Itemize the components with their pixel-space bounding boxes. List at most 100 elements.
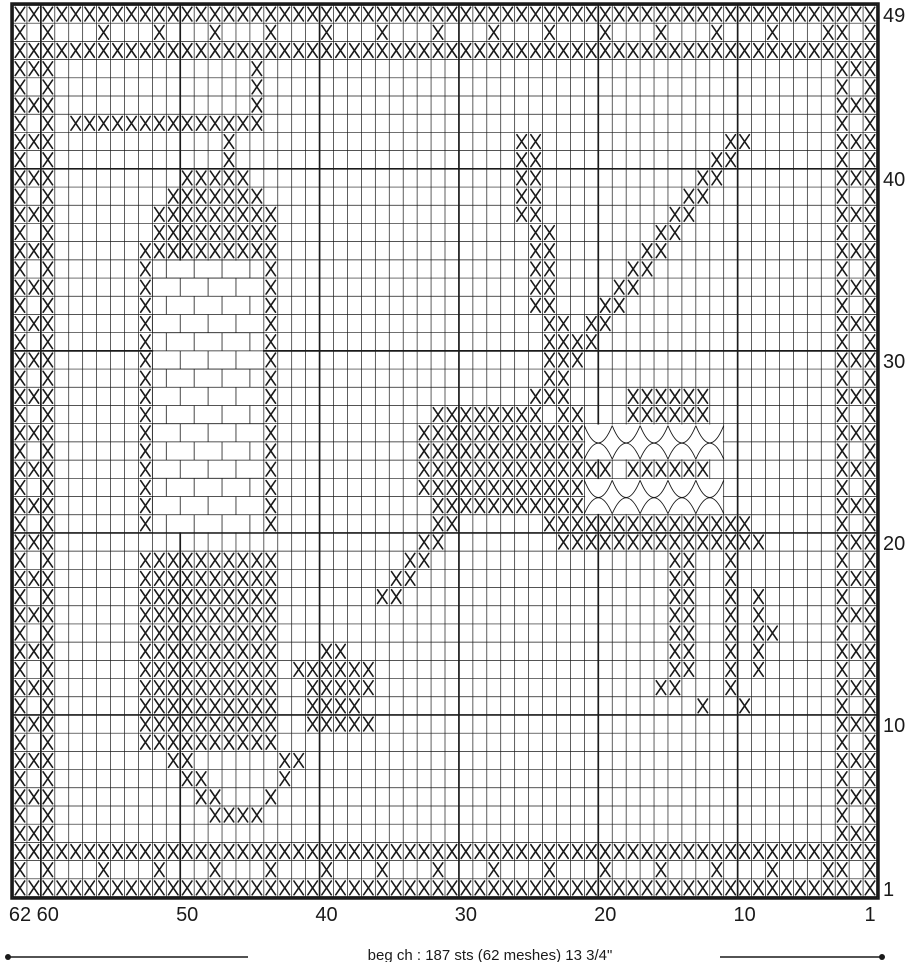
filled-mesh-x: [155, 863, 164, 877]
filled-mesh-x: [601, 881, 610, 895]
filled-mesh-x: [238, 644, 247, 658]
filled-mesh-x: [224, 881, 233, 895]
filled-mesh-x: [85, 7, 94, 21]
filled-mesh-x: [489, 444, 498, 458]
filled-mesh-x: [141, 462, 150, 476]
filled-mesh-x: [768, 25, 777, 39]
filled-mesh-x: [670, 590, 679, 604]
filled-mesh-x: [15, 826, 24, 840]
filled-mesh-x: [364, 681, 373, 695]
filled-mesh-x: [823, 7, 832, 21]
filled-mesh-x: [810, 7, 819, 21]
filled-mesh-x: [656, 462, 665, 476]
filled-mesh-x: [238, 681, 247, 695]
filled-mesh-x: [155, 608, 164, 622]
filled-mesh-x: [670, 7, 679, 21]
filled-mesh-x: [837, 135, 846, 149]
filled-mesh-x: [670, 681, 679, 695]
filled-mesh-x: [837, 863, 846, 877]
filled-mesh-x: [113, 7, 122, 21]
filled-mesh-x: [684, 189, 693, 203]
filled-mesh-x: [196, 663, 205, 677]
filled-mesh-x: [837, 353, 846, 367]
filled-mesh-x: [851, 681, 860, 695]
filled-mesh-x: [280, 881, 289, 895]
filled-mesh-x: [475, 845, 484, 859]
filled-mesh-x: [740, 535, 749, 549]
filled-mesh-x: [182, 553, 191, 567]
filled-mesh-x: [837, 335, 846, 349]
filled-mesh-x: [15, 408, 24, 422]
filled-mesh-x: [196, 735, 205, 749]
filled-mesh-x: [169, 626, 178, 640]
filled-mesh-x: [155, 881, 164, 895]
filled-mesh-x: [531, 171, 540, 185]
filled-mesh-x: [141, 517, 150, 531]
filled-mesh-x: [196, 553, 205, 567]
filled-mesh-x: [531, 390, 540, 404]
filled-mesh-x: [447, 845, 456, 859]
filled-mesh-x: [15, 353, 24, 367]
filled-mesh-x: [851, 644, 860, 658]
filled-mesh-x: [113, 881, 122, 895]
filled-mesh-x: [196, 171, 205, 185]
filled-mesh-x: [447, 7, 456, 21]
filled-mesh-x: [447, 426, 456, 440]
filled-mesh-x: [837, 207, 846, 221]
filled-mesh-x: [210, 663, 219, 677]
filled-mesh-x: [503, 426, 512, 440]
footer-dot-right: [879, 954, 885, 960]
filled-mesh-x: [364, 663, 373, 677]
filled-mesh-x: [210, 717, 219, 731]
filled-mesh-x: [29, 754, 38, 768]
filled-mesh-x: [698, 881, 707, 895]
filled-mesh-x: [266, 845, 275, 859]
filled-mesh-x: [238, 572, 247, 586]
filled-mesh-x: [29, 390, 38, 404]
filled-mesh-x: [29, 171, 38, 185]
filled-mesh-x: [182, 626, 191, 640]
filled-mesh-x: [545, 335, 554, 349]
filled-mesh-x: [238, 881, 247, 895]
filled-mesh-x: [322, 881, 331, 895]
filled-mesh-x: [15, 135, 24, 149]
filled-mesh-x: [210, 226, 219, 240]
filled-mesh-x: [141, 298, 150, 312]
filled-mesh-x: [196, 644, 205, 658]
filled-mesh-x: [266, 499, 275, 513]
filled-mesh-x: [768, 881, 777, 895]
filled-mesh-x: [865, 535, 874, 549]
filled-mesh-x: [294, 881, 303, 895]
filled-mesh-x: [210, 808, 219, 822]
filled-mesh-x: [210, 863, 219, 877]
filled-mesh-x: [266, 390, 275, 404]
filled-mesh-x: [865, 626, 874, 640]
filled-mesh-x: [364, 845, 373, 859]
filled-mesh-x: [545, 863, 554, 877]
filled-mesh-x: [15, 735, 24, 749]
filled-mesh-x: [447, 462, 456, 476]
filled-mesh-x: [642, 44, 651, 58]
col-label-62-60: 62 60: [9, 904, 59, 926]
filled-mesh-x: [642, 845, 651, 859]
filled-mesh-x: [475, 499, 484, 513]
filled-mesh-x: [280, 845, 289, 859]
filled-mesh-x: [266, 25, 275, 39]
filled-mesh-x: [587, 335, 596, 349]
filled-mesh-x: [405, 845, 414, 859]
filled-mesh-x: [196, 772, 205, 786]
filled-mesh-x: [754, 535, 763, 549]
filled-mesh-x: [196, 717, 205, 731]
filled-mesh-x: [670, 553, 679, 567]
filled-mesh-x: [837, 62, 846, 76]
filled-mesh-x: [252, 717, 261, 731]
filled-mesh-x: [43, 116, 52, 130]
filled-mesh-x: [503, 481, 512, 495]
filled-mesh-x: [601, 317, 610, 331]
filled-mesh-x: [294, 663, 303, 677]
filled-mesh-x: [224, 717, 233, 731]
filled-mesh-x: [391, 572, 400, 586]
filled-mesh-x: [865, 335, 874, 349]
filled-mesh-x: [865, 681, 874, 695]
filled-mesh-x: [15, 444, 24, 458]
